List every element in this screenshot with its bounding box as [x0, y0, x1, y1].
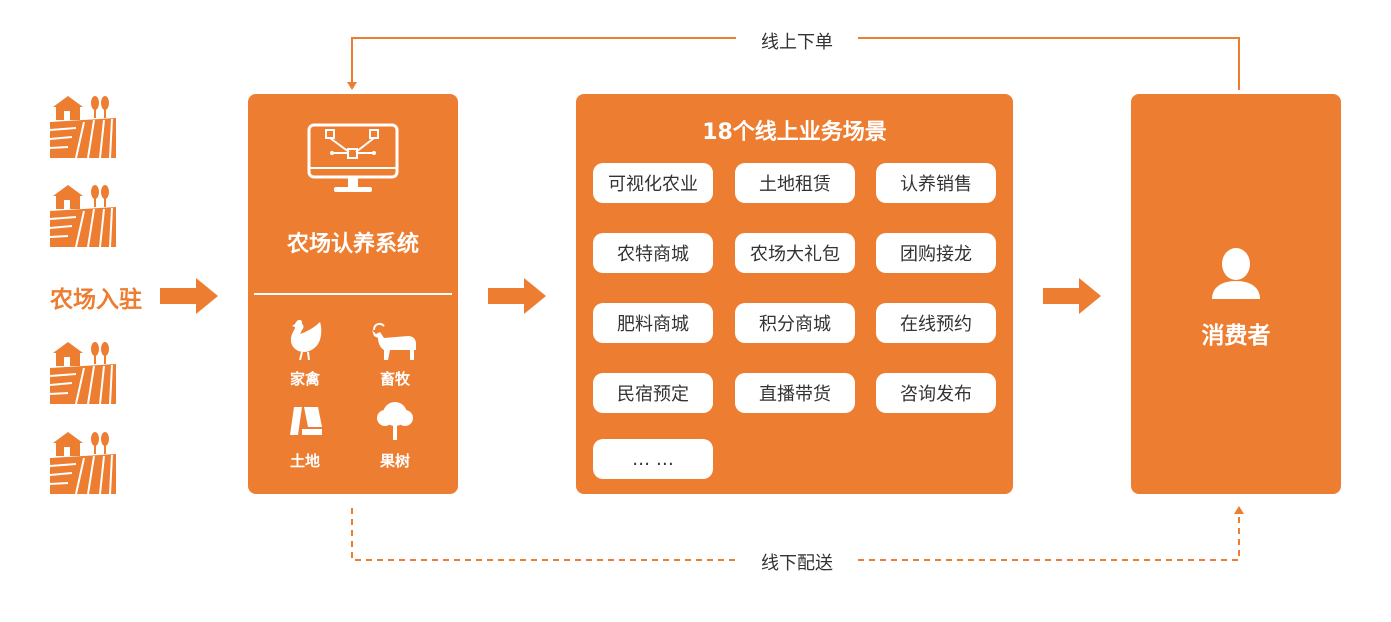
scenes-title: 18个线上业务场景 [702, 120, 887, 145]
scene-button[interactable]: 认养销售 [876, 163, 996, 203]
category-label: 畜牧 [379, 370, 410, 388]
scene-button[interactable]: 咨询发布 [876, 373, 996, 413]
farm-entry-label: 农场入驻 [50, 287, 142, 313]
scene-button[interactable]: 可视化农业 [593, 163, 713, 203]
online-order-label: 线上下单 [761, 32, 833, 53]
category-label: 土地 [289, 452, 320, 470]
farm-icon [50, 430, 116, 494]
more-scenes-button[interactable]: … … [593, 439, 713, 479]
tree-icon [376, 400, 414, 442]
business-scenes-panel: 18个线上业务场景 可视化农业 土地租赁 认养销售 农特商城 农场大礼包 团购接… [576, 94, 1013, 494]
user-icon [1210, 247, 1262, 301]
goat-icon [370, 320, 420, 362]
chicken-icon [286, 318, 324, 362]
scene-button[interactable]: 土地租赁 [735, 163, 855, 203]
arrow-right-icon [1043, 276, 1101, 316]
scene-button[interactable]: 直播带货 [735, 373, 855, 413]
divider [254, 293, 452, 295]
farm-adoption-system-panel: 农场认养系统 家禽 畜牧 土地 果树 [248, 94, 458, 494]
scene-button[interactable]: 在线预约 [876, 303, 996, 343]
land-icon [288, 403, 324, 439]
scene-button[interactable]: 肥料商城 [593, 303, 713, 343]
system-title: 农场认养系统 [286, 232, 419, 257]
scene-button[interactable]: 农场大礼包 [735, 233, 855, 273]
category-label: 果树 [379, 452, 410, 470]
scene-button[interactable]: 团购接龙 [876, 233, 996, 273]
offline-delivery-label: 线下配送 [761, 553, 833, 574]
arrow-right-icon [488, 276, 546, 316]
scene-button[interactable]: 农特商城 [593, 233, 713, 273]
farm-icon [50, 94, 116, 158]
consumer-panel: 消费者 [1131, 94, 1341, 494]
farm-icon [50, 340, 116, 404]
category-label: 家禽 [289, 370, 320, 388]
farm-icon [50, 183, 116, 247]
consumer-title: 消费者 [1201, 323, 1271, 349]
monitor-design-icon [306, 122, 400, 194]
scene-button[interactable]: 民宿预定 [593, 373, 713, 413]
arrow-right-icon [160, 276, 218, 316]
scene-button[interactable]: 积分商城 [735, 303, 855, 343]
